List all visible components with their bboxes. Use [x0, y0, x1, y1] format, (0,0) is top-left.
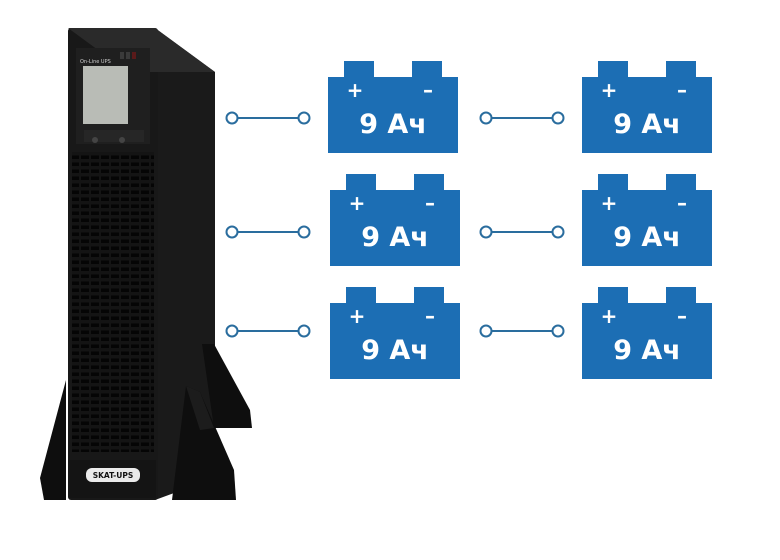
battery-icon: +–: [330, 287, 460, 379]
brand-logo: [86, 468, 140, 482]
svg-text:–: –: [677, 78, 687, 102]
connector-row2-mid: [479, 225, 565, 239]
connector-row3-mid: [479, 324, 565, 338]
svg-text:–: –: [423, 78, 433, 102]
model-label-text: On-Line UPS: [80, 59, 111, 65]
battery-row1-left: +– 9 Ач: [328, 57, 458, 153]
battery-icon: +–: [582, 287, 712, 379]
battery-capacity-label: 9 Ач: [613, 109, 681, 140]
battery-icon: +–: [582, 61, 712, 153]
connector-row1-mid: [479, 111, 565, 125]
battery-icon: +–: [328, 61, 458, 153]
battery-row1-right: +– 9 Ач: [582, 57, 712, 153]
battery-row2-left: +– 9 Ач: [330, 170, 460, 266]
svg-text:+: +: [601, 191, 618, 215]
svg-text:+: +: [349, 191, 366, 215]
ventilation-grill: [72, 152, 154, 452]
battery-capacity-label: 9 Ач: [361, 335, 429, 366]
battery-icon: +–: [330, 174, 460, 266]
connector-row3-left: [225, 324, 311, 338]
svg-text:–: –: [425, 304, 435, 328]
battery-capacity-label: 9 Ач: [613, 335, 681, 366]
battery-icon: +–: [582, 174, 712, 266]
svg-text:+: +: [349, 304, 366, 328]
battery-row3-left: +– 9 Ач: [330, 283, 460, 379]
battery-row3-right: +– 9 Ач: [582, 283, 712, 379]
svg-text:+: +: [601, 304, 618, 328]
battery-capacity-label: 9 Ач: [613, 222, 681, 253]
svg-text:–: –: [425, 191, 435, 215]
svg-text:+: +: [347, 78, 364, 102]
svg-text:–: –: [677, 191, 687, 215]
lcd-screen: [83, 66, 128, 124]
connector-row1-left: [225, 111, 311, 125]
svg-text:–: –: [677, 304, 687, 328]
ups-unit-image: On-Line UPS SKAT-UPS: [0, 0, 300, 556]
svg-text:SKAT-UPS: SKAT-UPS: [93, 471, 134, 480]
battery-row2-right: +– 9 Ач: [582, 170, 712, 266]
connector-row2-left: [225, 225, 311, 239]
battery-capacity-label: 9 Ач: [361, 222, 429, 253]
svg-text:+: +: [601, 78, 618, 102]
battery-capacity-label: 9 Ач: [359, 109, 427, 140]
